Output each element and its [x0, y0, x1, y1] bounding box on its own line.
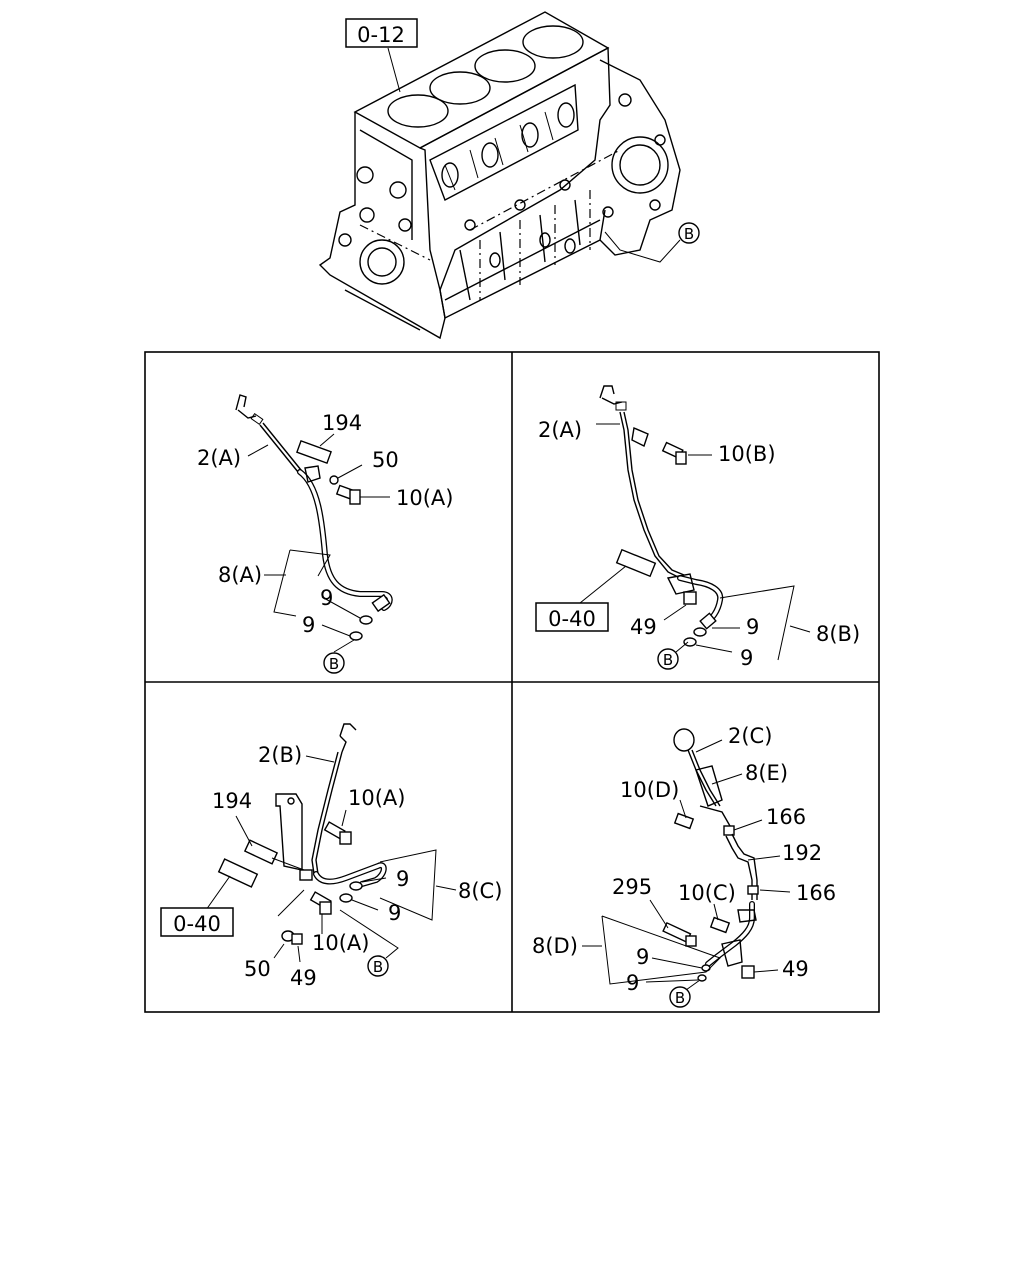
label-d-oring1: 9: [636, 945, 649, 969]
label-c-tube: 8(C): [458, 879, 502, 903]
label-c-bolt-lower: 10(A): [312, 931, 369, 955]
engine-block-illustration: [318, 11, 681, 340]
label-d-clamp-lower: 166: [796, 881, 836, 905]
label-c-oring1: 9: [396, 867, 409, 891]
label-d-dipstick: 2(C): [728, 724, 772, 748]
panel-b: [579, 385, 811, 661]
svg-text:B: B: [675, 989, 685, 1007]
label-a-bolt: 10(A): [396, 486, 453, 510]
ref-label-panel-b: 0-40: [548, 607, 596, 631]
label-c-nut: 49: [290, 966, 317, 990]
label-c-bolt-upper: 10(A): [348, 786, 405, 810]
marker-b-panel-c: B: [367, 955, 389, 977]
label-b-oring1: 9: [746, 615, 759, 639]
label-c-washer: 50: [244, 957, 271, 981]
label-d-clamp-upper: 166: [766, 805, 806, 829]
label-a-oring2: 9: [302, 613, 315, 637]
label-a-tube: 8(A): [218, 563, 262, 587]
label-d-stud: 295: [612, 875, 652, 899]
panel-a: [235, 394, 393, 653]
label-b-dipstick: 2(A): [538, 418, 582, 442]
panel-c: [205, 723, 457, 963]
label-c-clip: 194: [212, 789, 252, 813]
label-d-guide: 8(E): [745, 761, 788, 785]
ref-box-0-12: 0-12: [345, 18, 418, 48]
svg-text:B: B: [329, 655, 339, 673]
marker-b-panel-a: B: [323, 652, 345, 674]
marker-b-panel-d: B: [669, 986, 691, 1008]
marker-b-top: B: [678, 222, 700, 244]
panel-d: [582, 728, 791, 991]
label-c-oring2: 9: [388, 901, 401, 925]
label-b-tube: 8(B): [816, 622, 860, 646]
label-d-hose: 192: [782, 841, 822, 865]
label-d-oring2: 9: [626, 971, 639, 995]
panel-grid: [144, 351, 880, 1013]
marker-b-panel-b: B: [657, 648, 679, 670]
label-d-nut: 49: [782, 957, 809, 981]
svg-text:B: B: [684, 225, 694, 243]
label-d-bolt-d: 10(D): [620, 778, 679, 802]
ref-box-0-40-panel-c: 0-40: [160, 907, 234, 937]
ref-label-top: 0-12: [357, 23, 405, 47]
svg-text:B: B: [373, 958, 383, 976]
label-c-dipstick: 2(B): [258, 743, 302, 767]
label-b-nut: 49: [630, 615, 657, 639]
label-d-bolt-c: 10(C): [678, 881, 736, 905]
label-a-washer: 50: [372, 448, 399, 472]
svg-text:B: B: [663, 651, 673, 669]
label-a-oring1: 9: [320, 586, 333, 610]
label-b-bolt: 10(B): [718, 442, 776, 466]
label-d-tube: 8(D): [532, 934, 578, 958]
ref-label-panel-c: 0-40: [173, 912, 221, 936]
label-b-oring2: 9: [740, 646, 753, 670]
ref-box-0-40-panel-b: 0-40: [535, 602, 609, 632]
label-a-clip: 194: [322, 411, 362, 435]
label-a-dipstick: 2(A): [197, 446, 241, 470]
